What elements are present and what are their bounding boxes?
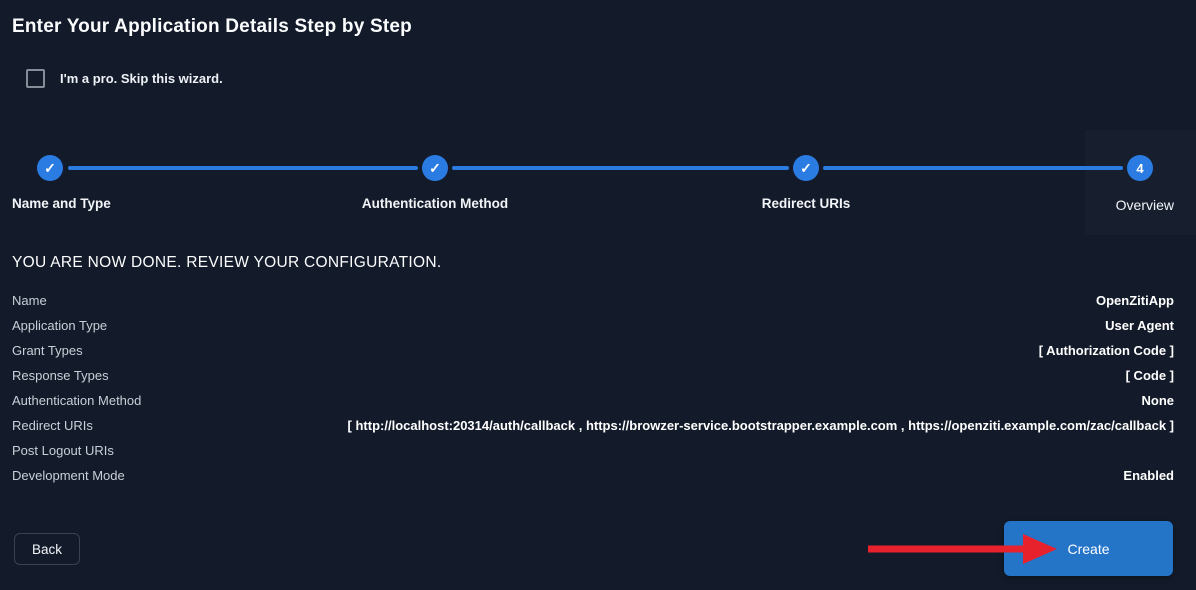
row-label: Authentication Method xyxy=(12,393,142,408)
row-value: Enabled xyxy=(1123,468,1174,483)
row-label: Post Logout URIs xyxy=(12,443,114,458)
row-value: User Agent xyxy=(1105,318,1174,333)
step-label-authentication-method: Authentication Method xyxy=(361,196,509,211)
row-value: [ Code ] xyxy=(1125,368,1174,383)
skip-wizard-row: I'm a pro. Skip this wizard. xyxy=(26,69,223,88)
row-value: [ http://localhost:20314/auth/callback ,… xyxy=(347,418,1174,433)
review-row-application-type: Application Type User Agent xyxy=(12,313,1174,338)
row-value: OpenZitiApp xyxy=(1096,293,1174,308)
review-row-name: Name OpenZitiApp xyxy=(12,288,1174,313)
page-title: Enter Your Application Details Step by S… xyxy=(12,16,412,37)
row-label: Development Mode xyxy=(12,468,125,483)
step-2-done-circle: ✓ xyxy=(422,155,448,181)
step-4-current-circle: 4 xyxy=(1127,155,1153,181)
step-label-redirect-uris: Redirect URIs xyxy=(761,196,851,211)
wizard-stepper: ✓ ✓ ✓ 4 Name and Type Authentication Met… xyxy=(0,0,1196,235)
review-row-response-types: Response Types [ Code ] xyxy=(12,363,1174,388)
back-button[interactable]: Back xyxy=(14,533,81,565)
row-label: Redirect URIs xyxy=(12,418,93,433)
step-connector-line xyxy=(823,166,1123,170)
step-number: 4 xyxy=(1136,160,1144,176)
review-row-authentication-method: Authentication Method None xyxy=(12,388,1174,413)
review-row-grant-types: Grant Types [ Authorization Code ] xyxy=(12,338,1174,363)
review-section-heading: YOU ARE NOW DONE. REVIEW YOUR CONFIGURAT… xyxy=(12,254,442,271)
row-value: None xyxy=(1141,393,1175,408)
check-icon: ✓ xyxy=(800,159,812,176)
review-row-post-logout-uris: Post Logout URIs xyxy=(12,438,1174,463)
row-value: [ Authorization Code ] xyxy=(1038,343,1174,358)
active-step-panel xyxy=(1085,130,1196,235)
check-icon: ✓ xyxy=(44,159,56,176)
row-label: Grant Types xyxy=(12,343,83,358)
row-label: Response Types xyxy=(12,368,109,383)
skip-wizard-label: I'm a pro. Skip this wizard. xyxy=(60,71,223,86)
step-1-done-circle: ✓ xyxy=(37,155,63,181)
create-button[interactable]: Create xyxy=(1004,521,1173,576)
check-icon: ✓ xyxy=(429,159,441,176)
step-connector-line xyxy=(452,166,789,170)
step-3-done-circle: ✓ xyxy=(793,155,819,181)
row-label: Name xyxy=(12,293,47,308)
review-row-development-mode: Development Mode Enabled xyxy=(12,463,1174,488)
step-connector-line xyxy=(68,166,418,170)
step-label-name-and-type: Name and Type xyxy=(12,196,111,211)
review-rows: Name OpenZitiApp Application Type User A… xyxy=(12,288,1174,488)
review-row-redirect-uris: Redirect URIs [ http://localhost:20314/a… xyxy=(12,413,1174,438)
row-label: Application Type xyxy=(12,318,108,333)
skip-wizard-checkbox[interactable] xyxy=(26,69,45,88)
step-label-overview: Overview xyxy=(1115,197,1174,213)
